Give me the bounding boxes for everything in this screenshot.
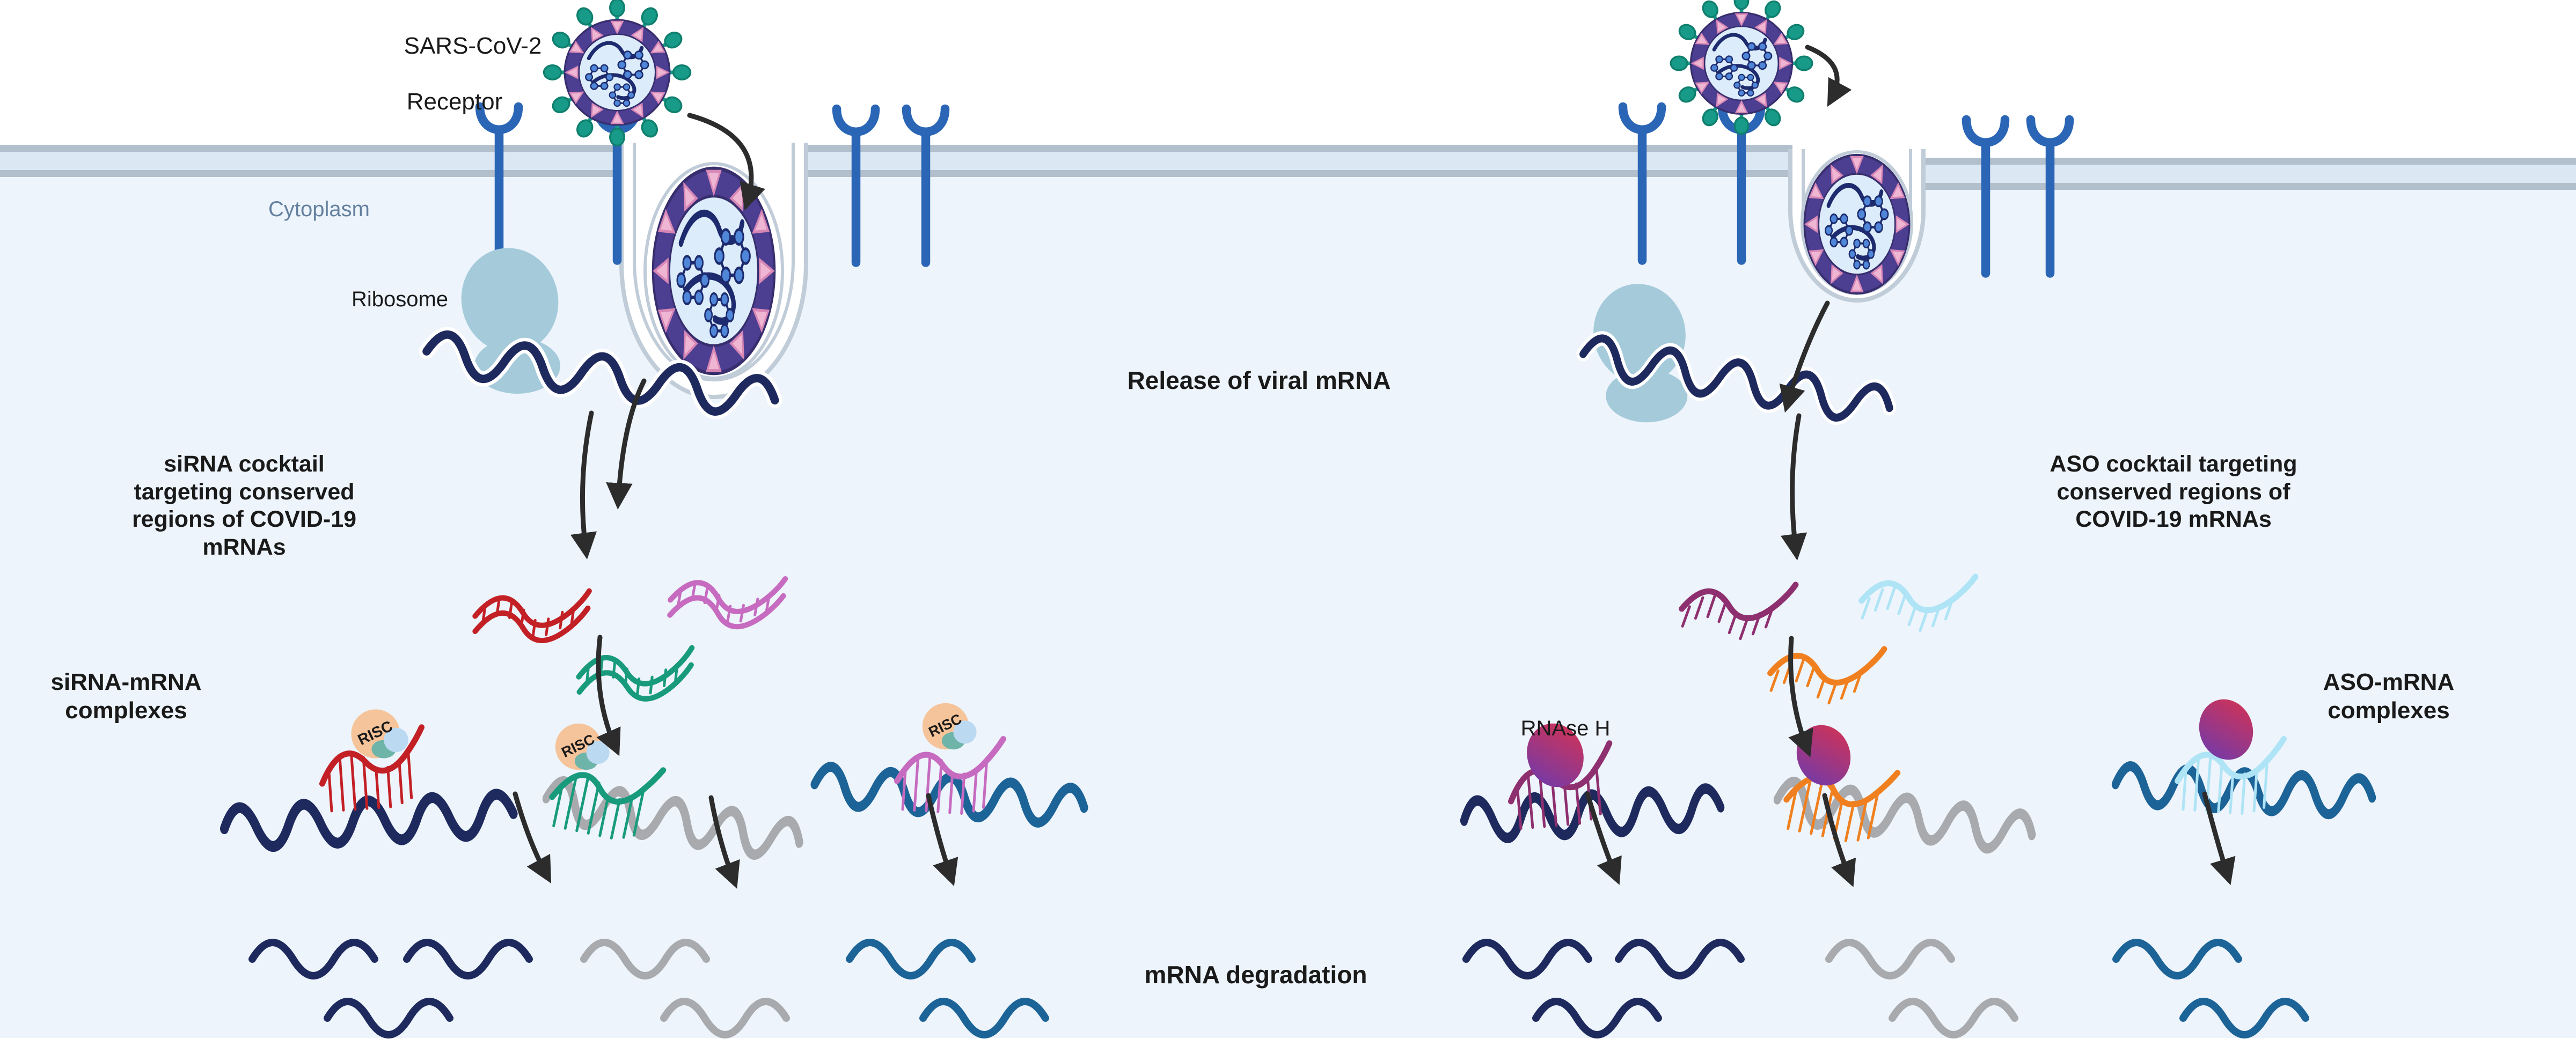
membrane-segment-right <box>1921 158 2576 190</box>
label-rnase-h: RNAse H <box>1520 717 1611 740</box>
sars-cov-2-virion-icon <box>1671 0 1812 134</box>
arrow-icon-to-complexes-left <box>596 635 621 756</box>
sars-cov-2-virion-icon <box>544 0 691 145</box>
arrow-icon-degrade-right-1 <box>1585 791 1622 885</box>
arrow-icon-degrade-left-2 <box>708 795 740 889</box>
arrow-icon-entry-left <box>687 113 765 211</box>
arrow-icon-release-left <box>606 378 647 510</box>
label-sirna-cocktail: siRNA cocktail targeting conserved regio… <box>131 451 357 560</box>
flow-arrows <box>513 45 2236 889</box>
arrow-icon-degrade-right-3 <box>2202 791 2236 886</box>
label-cytoplasm: Cytoplasm <box>268 197 370 221</box>
label-receptor: Receptor <box>406 89 503 115</box>
label-sirna-mrna-complexes: siRNA-mRNA complexes <box>50 669 202 724</box>
arrow-icon-degrade-left-3 <box>926 793 958 887</box>
cytoplasm-region <box>0 161 2576 1038</box>
arrow-icon-release-right <box>1779 300 1830 413</box>
label-aso-mrna-complexes: ASO-mRNA complexes <box>2323 669 2455 724</box>
arrow-icon-degrade-left-1 <box>513 791 552 884</box>
label-ribosome: Ribosome <box>351 288 449 311</box>
arrow-icon-to-sirna <box>570 410 597 559</box>
membrane-segment-middle <box>804 145 1792 177</box>
membrane-segment-left <box>0 145 624 177</box>
arrow-icon-degrade-right-2 <box>1822 793 1856 887</box>
label-sars-cov-2: SARS-CoV-2 <box>404 33 542 59</box>
arrow-icon-to-aso <box>1780 413 1807 561</box>
label-aso-cocktail: ASO cocktail targeting conserved regions… <box>2050 451 2297 533</box>
endocytic-vesicle-icon-right <box>1802 152 1912 293</box>
label-mrna-degradation: mRNA degradation <box>1144 961 1367 989</box>
arrow-icon-to-complexes-right <box>1788 636 1813 757</box>
endocytic-vesicle-icon-left <box>645 164 782 378</box>
label-release-of-viral-mrna: Release of viral mRNA <box>1127 366 1391 394</box>
arrow-icon-entry-right <box>1805 45 1852 107</box>
